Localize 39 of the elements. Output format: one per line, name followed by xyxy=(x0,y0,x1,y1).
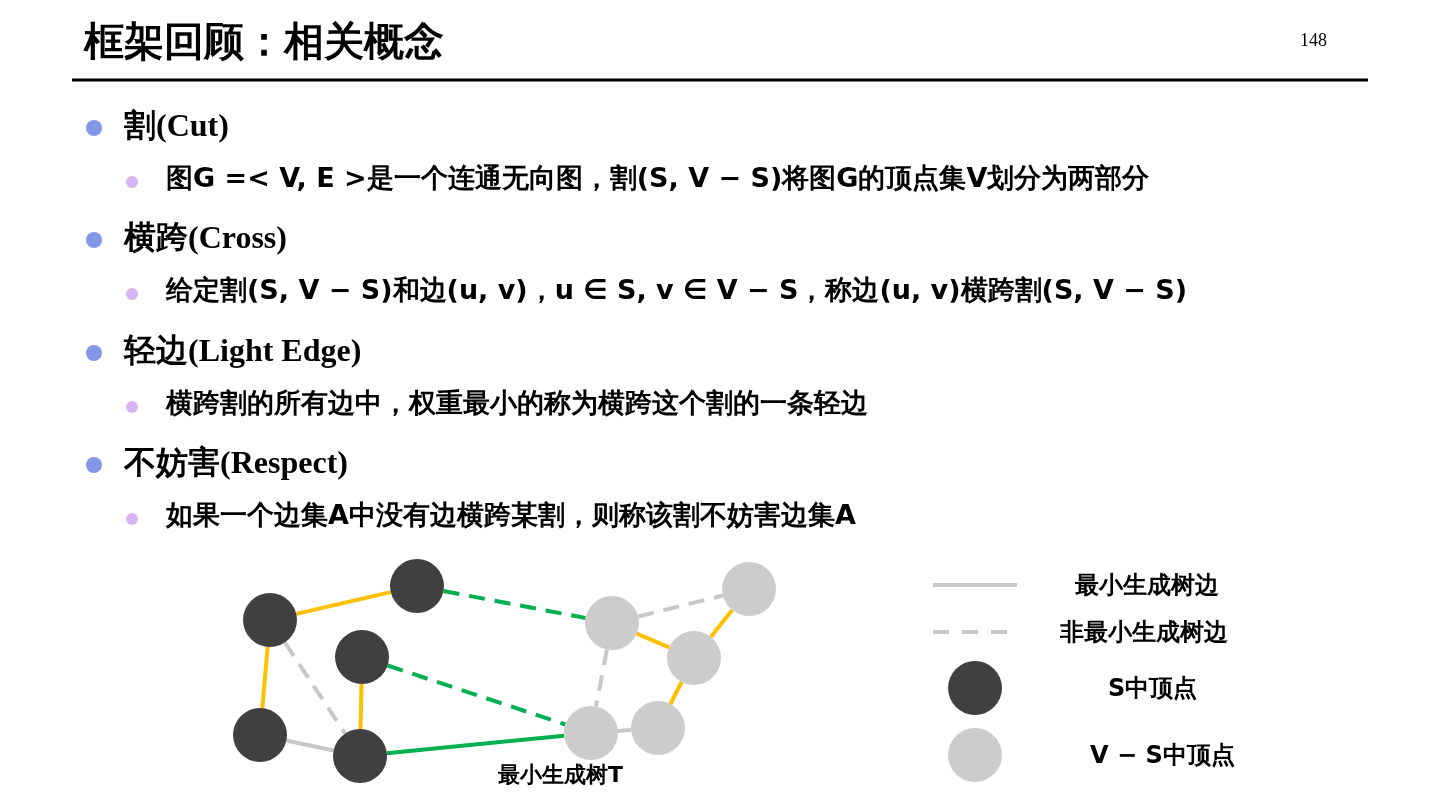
edge-line xyxy=(636,631,670,650)
bullet-text: 给定割(S, V − S)和边(u, v)，u ∈ S, v ∈ V − S，称边(u, v)横跨割(S, V − S) xyxy=(166,273,1188,307)
edge-line xyxy=(617,728,632,733)
bullet-heading: 横跨(Cross) xyxy=(124,218,287,257)
bullet-heading: 割(Cut) xyxy=(124,106,229,145)
edge-line xyxy=(386,733,565,756)
vertex-circle xyxy=(631,701,685,755)
vertex-circle xyxy=(667,631,721,685)
vertex-circle xyxy=(390,559,444,613)
bullet-text: 横跨割的所有边中，权重最小的称为横跨这个割的一条轻边 xyxy=(166,386,868,420)
graph-caption: 最小生成树T xyxy=(498,761,623,789)
dashed-edge xyxy=(387,663,566,727)
bullet-text: 如果一个边集A中没有边横跨某割，则称该割不妨害边集A xyxy=(166,498,856,532)
edge-line xyxy=(358,683,364,730)
vertex-circle xyxy=(722,562,776,616)
vertex-circle xyxy=(564,706,618,760)
edge-line xyxy=(286,738,334,753)
vertex-circle xyxy=(233,708,287,762)
vertex-circle xyxy=(333,729,387,783)
edge-line xyxy=(709,608,734,639)
vertex-circle xyxy=(335,630,389,684)
vertex-circle xyxy=(585,596,639,650)
legend-label: V − S中顶点 xyxy=(1090,740,1235,771)
legend-label: 最小生成树边 xyxy=(1075,570,1219,601)
slide-title: 框架回顾：相关概念 xyxy=(84,17,444,66)
bullet-text: 图G =< V, E >是一个连通无向图，割(S, V − S)将图G的顶点集V划分为两部分 xyxy=(166,161,1150,195)
dashed-edge xyxy=(637,593,724,619)
edge-line xyxy=(295,590,392,616)
bullet-heading: 轻边(Light Edge) xyxy=(124,331,362,370)
dashed-edge xyxy=(594,649,609,707)
dashed-edge xyxy=(283,641,347,735)
edge-line xyxy=(668,681,684,705)
legend-label: 非最小生成树边 xyxy=(1060,617,1228,648)
page-number: 148 xyxy=(1300,30,1327,51)
edge-line xyxy=(260,646,270,709)
dashed-edge xyxy=(443,589,586,620)
bullet-heading: 不妨害(Respect) xyxy=(124,443,348,482)
legend-label: S中顶点 xyxy=(1108,673,1198,704)
vertex-circle xyxy=(243,593,297,647)
